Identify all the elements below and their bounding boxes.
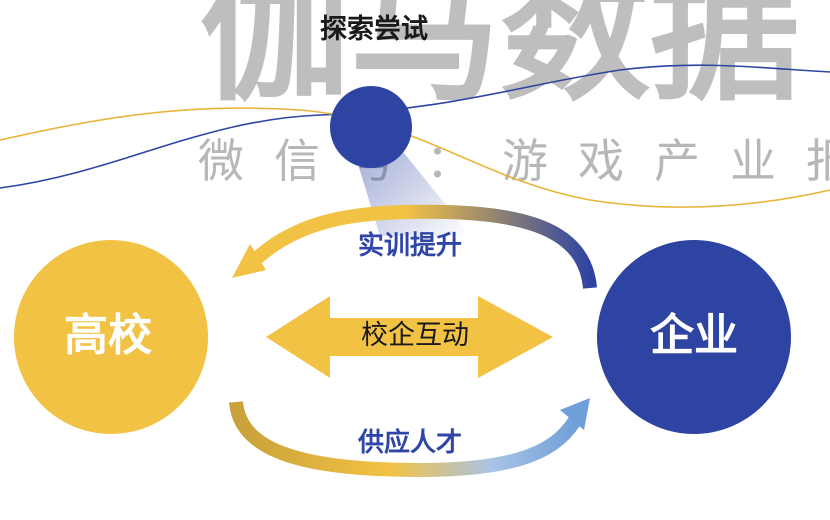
upper-arrow-label: 实训提升 xyxy=(358,231,463,261)
left-node-circle xyxy=(14,240,208,434)
upper-arc-arrow xyxy=(250,204,597,289)
left-node-label: 高校 xyxy=(64,310,152,361)
lower-arc-arrowhead xyxy=(560,398,590,430)
upper-arc-arrowhead xyxy=(232,244,266,278)
lower-arrow-label: 供应人才 xyxy=(358,428,463,458)
exploration-sphere xyxy=(330,86,412,168)
right-node-circle xyxy=(597,240,791,434)
watermark-subtitle: 微信号：游戏产业报告 xyxy=(198,134,830,188)
double-arrow xyxy=(266,296,553,378)
right-node-label: 企业 xyxy=(650,310,738,361)
center-arrow-label: 校企互动 xyxy=(361,320,469,351)
top-label: 探索尝试 xyxy=(320,14,428,45)
yellow-wave-line xyxy=(0,107,830,209)
lower-arc-arrow xyxy=(229,401,585,478)
watermark-title: 伽马数据 xyxy=(200,0,801,122)
blue-wave-line xyxy=(0,64,830,189)
